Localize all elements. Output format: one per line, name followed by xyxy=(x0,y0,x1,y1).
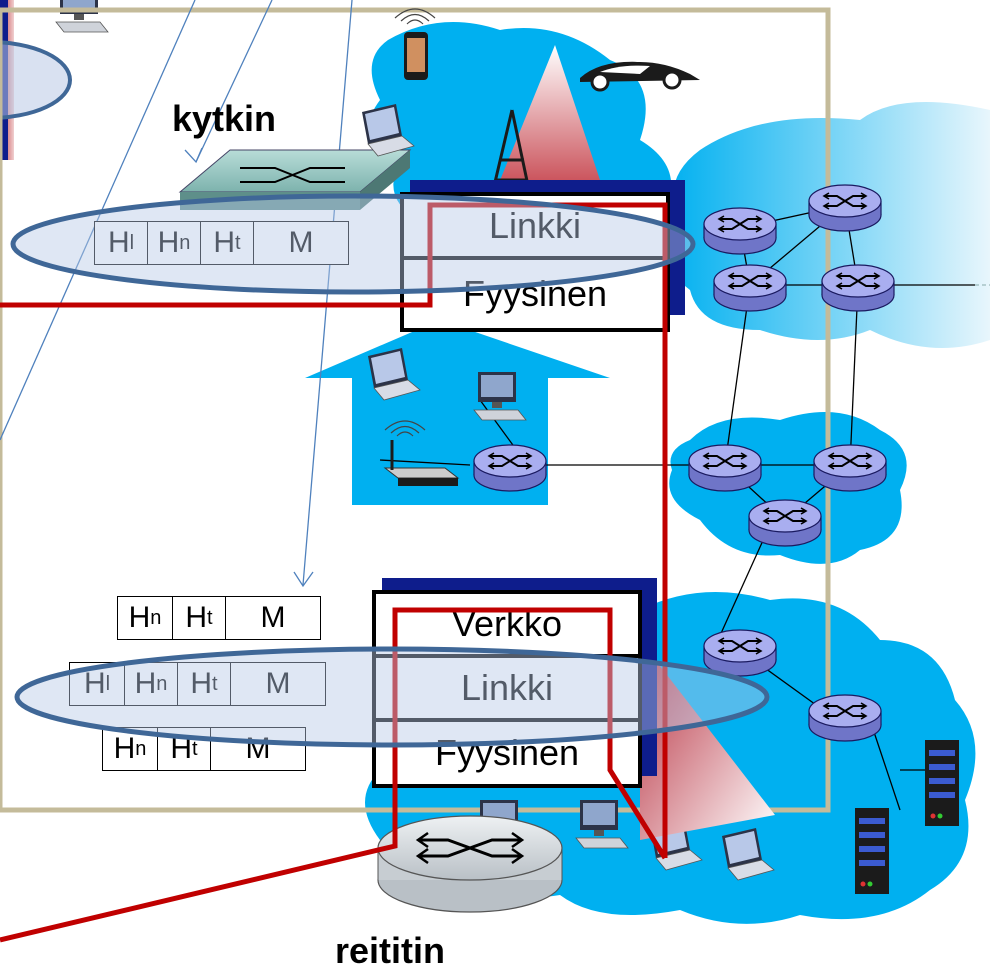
switch-link-ellipse xyxy=(10,193,696,295)
router-label: reititin xyxy=(335,930,446,971)
message-field: M xyxy=(253,221,349,265)
top-left-ellipse xyxy=(0,40,72,120)
layer-label: Linkki xyxy=(460,667,554,708)
message-field: M xyxy=(230,662,326,706)
data-path xyxy=(0,202,668,943)
layer-link: Linkki xyxy=(376,658,638,722)
layer-label: Linkki xyxy=(488,205,582,246)
wifi-router-icon xyxy=(383,440,460,486)
phone-icon xyxy=(404,32,428,80)
upper-beam xyxy=(488,45,610,210)
lower-beam xyxy=(640,640,775,840)
router-icon xyxy=(377,815,563,913)
message-field: M xyxy=(225,596,321,640)
device-frame xyxy=(0,7,831,813)
layer-link: Linkki xyxy=(404,196,666,260)
car-icon xyxy=(580,61,700,92)
router-link-ellipse xyxy=(14,646,770,748)
router-protocol-stack: Verkko Linkki Fyysinen xyxy=(372,590,642,788)
switch-label: kytkin xyxy=(172,98,277,139)
message-field: M xyxy=(210,727,306,771)
